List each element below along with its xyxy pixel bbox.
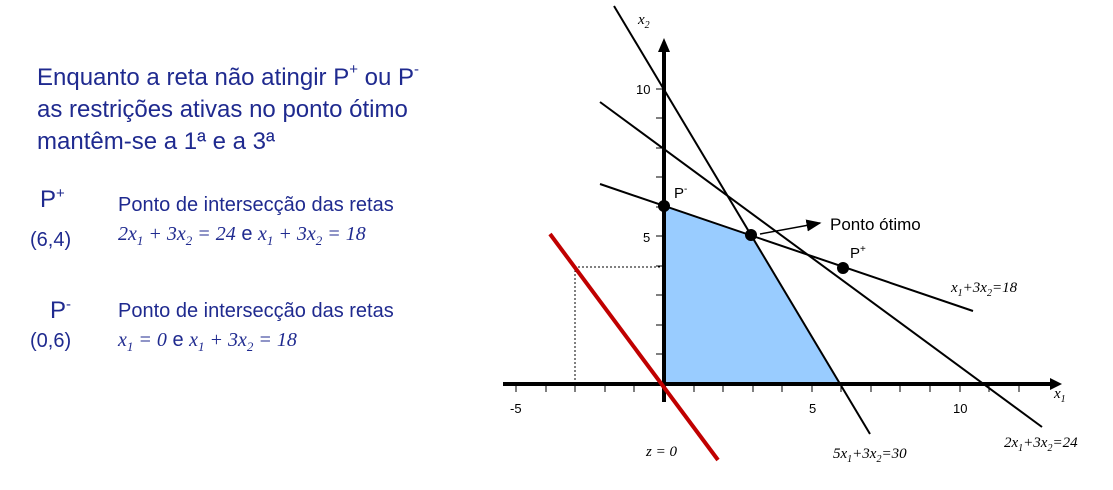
intro-line2: as restrições ativas no ponto ótimo	[37, 96, 408, 123]
line-2x1-3x2-24	[599, 101, 1043, 428]
label-line-2x1-3x2-24: 2x1+3x2=24	[1004, 435, 1078, 454]
objective-line	[548, 232, 720, 462]
p-plus-desc: Ponto de intersecção das retas	[118, 194, 394, 216]
y-axis-label: x2	[637, 12, 650, 31]
point-p-minus	[658, 200, 670, 212]
p-plus-coord: (6,4)	[30, 229, 72, 251]
intro-line3: mantêm-se a 1ª e a 3ª	[37, 128, 275, 155]
x-axis-arrow	[1050, 378, 1062, 390]
label-line-x1-3x2-18: x1+3x2=18	[950, 280, 1018, 299]
p-minus-coord: (0,6)	[30, 330, 72, 352]
label-optimum: Ponto ótimo	[830, 215, 921, 234]
x-tick-label-5: 5	[809, 401, 816, 416]
y-tick-label-10: 10	[636, 82, 650, 97]
y-axis-arrow	[658, 38, 670, 52]
optimum-arrow	[759, 219, 822, 235]
y-tick-label-5: 5	[643, 230, 650, 245]
intro-paragraph: Enquanto a reta não atingir P+ ou P- as …	[37, 62, 477, 158]
point-p-plus	[837, 262, 849, 274]
point-optimum	[745, 229, 757, 241]
line-5x1-3x2-30	[613, 5, 871, 435]
p-plus-name: P+	[40, 185, 65, 213]
x-axis-label: x1	[1053, 386, 1066, 405]
p-plus-equations: 2x1 + 3x2 = 24 e x1 + 3x2 = 18	[118, 223, 366, 248]
p-minus-equations: x1 = 0 e x1 + 3x2 = 18	[118, 329, 297, 354]
x-tick-label-10: 10	[953, 401, 967, 416]
label-line-5x1-3x2-30: 5x1+3x2=30	[833, 446, 907, 465]
feasible-region	[664, 206, 841, 384]
x-tick-label-neg5: -5	[510, 401, 522, 416]
intro-line1: Enquanto a reta não atingir P+ ou P-	[37, 61, 420, 91]
label-p-minus: P-	[674, 184, 687, 202]
p-minus-desc: Ponto de intersecção das retas	[118, 300, 394, 322]
label-objective: z = 0	[645, 444, 677, 460]
line-x1-3x2-18	[599, 183, 974, 312]
p-minus-name: P-	[50, 296, 72, 324]
label-p-plus: P+	[850, 244, 866, 262]
